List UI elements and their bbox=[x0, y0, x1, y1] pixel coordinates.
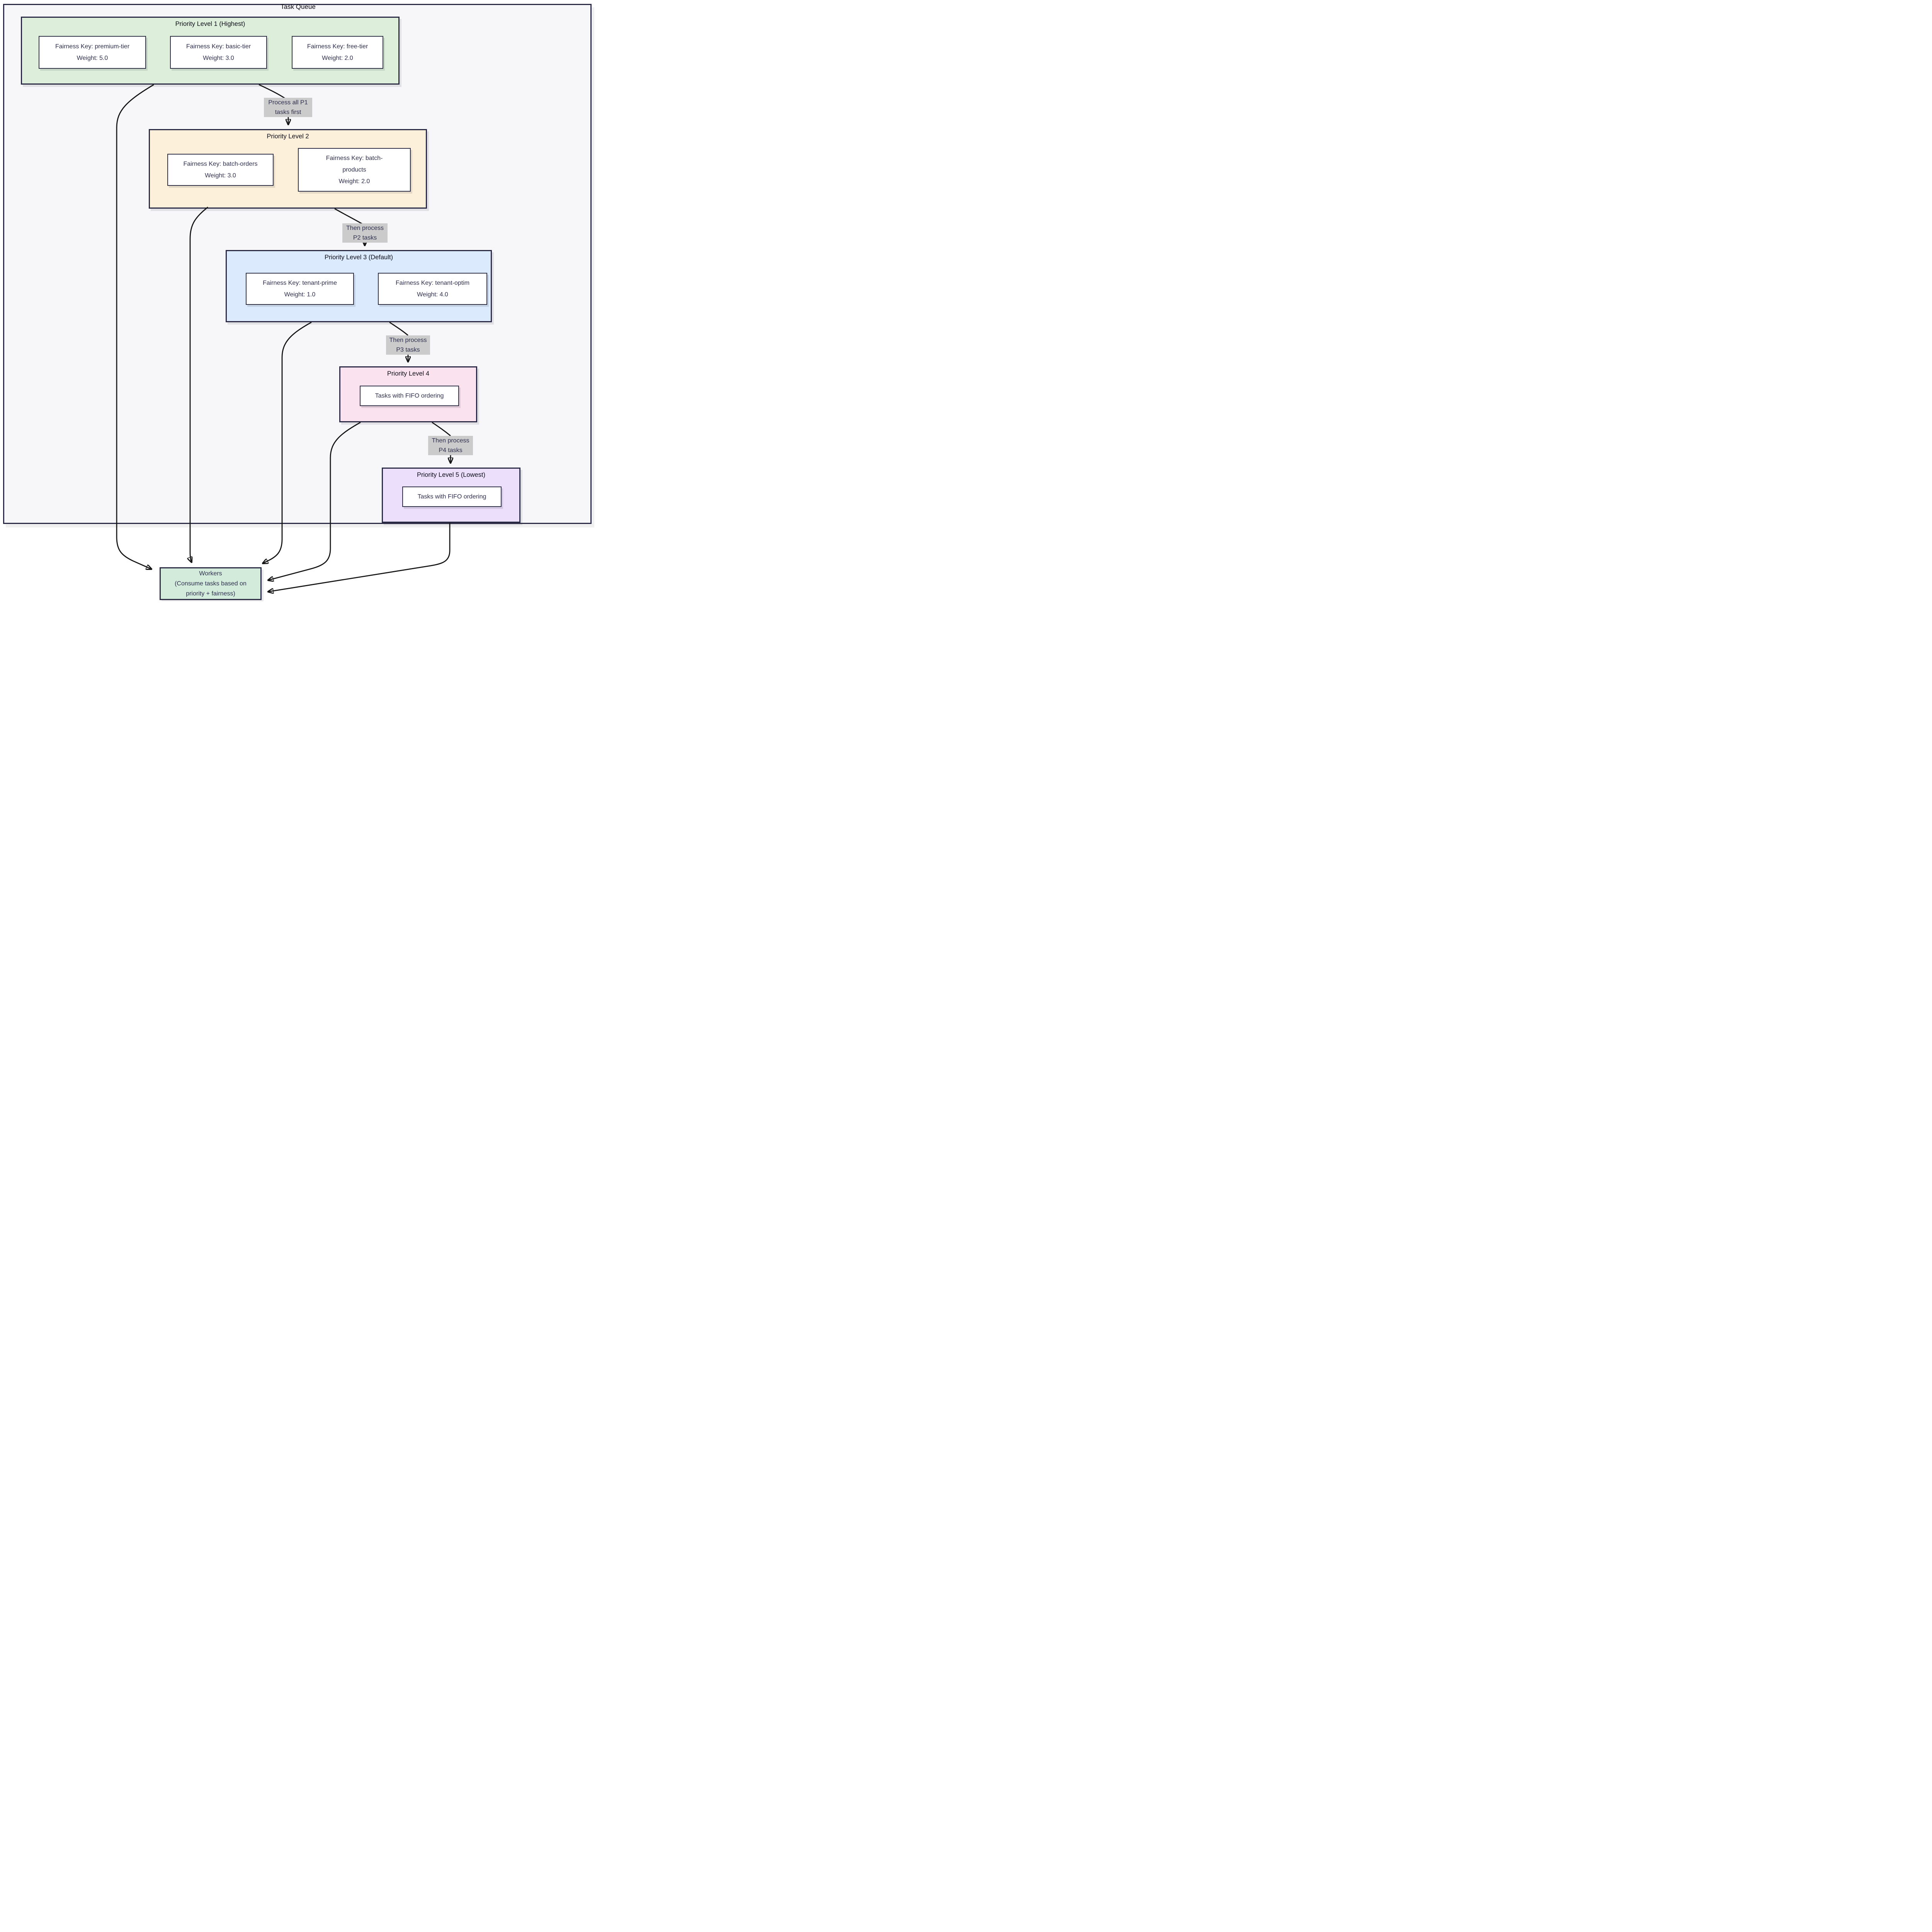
cluster-priority-1: Priority Level 1 (Highest) Fairness Key:… bbox=[21, 17, 400, 85]
cluster-priority-3-title: Priority Level 3 (Default) bbox=[325, 254, 393, 261]
fairness-key-label: Fairness Key: basic-tier bbox=[186, 43, 251, 50]
node-batch-products: Fairness Key: batch- products Weight: 2.… bbox=[298, 148, 411, 192]
edge-label-line: Then process bbox=[346, 225, 384, 231]
weight-label: Weight: 2.0 bbox=[322, 54, 353, 61]
cluster-priority-2: Priority Level 2 Fairness Key: batch-ord… bbox=[149, 129, 427, 209]
node-fifo-p5: Tasks with FIFO ordering bbox=[402, 486, 502, 507]
weight-label: Weight: 1.0 bbox=[284, 291, 316, 298]
workers-title: Workers bbox=[199, 570, 222, 577]
node-tenant-prime: Fairness Key: tenant-prime Weight: 1.0 bbox=[246, 273, 354, 305]
node-fifo-p4: Tasks with FIFO ordering bbox=[360, 386, 459, 406]
fifo-label: Tasks with FIFO ordering bbox=[375, 392, 444, 399]
edge-label-line: Then process bbox=[432, 437, 469, 444]
edge-label-p1-p2: Process all P1 tasks first bbox=[264, 98, 312, 117]
node-batch-orders: Fairness Key: batch-orders Weight: 3.0 bbox=[167, 154, 274, 186]
edge-label-line: Then process bbox=[389, 337, 427, 344]
cluster-priority-5: Priority Level 5 (Lowest) Tasks with FIF… bbox=[382, 468, 520, 523]
weight-label: Weight: 5.0 bbox=[77, 54, 108, 61]
fairness-key-label: Fairness Key: tenant-prime bbox=[262, 279, 337, 286]
edge-label-line: P2 tasks bbox=[353, 235, 377, 241]
fifo-label: Tasks with FIFO ordering bbox=[417, 493, 486, 500]
weight-label: Weight: 3.0 bbox=[203, 54, 234, 61]
node-basic-tier: Fairness Key: basic-tier Weight: 3.0 bbox=[170, 36, 267, 69]
cluster-priority-4-title: Priority Level 4 bbox=[387, 370, 430, 377]
edge-label-line: tasks first bbox=[275, 109, 301, 116]
cluster-priority-4: Priority Level 4 Tasks with FIFO orderin… bbox=[339, 366, 477, 422]
cluster-priority-5-title: Priority Level 5 (Lowest) bbox=[417, 471, 485, 478]
cluster-priority-3: Priority Level 3 (Default) Fairness Key:… bbox=[226, 250, 492, 322]
diagram-canvas: Task Queue Priority Level 1 (Highest) Fa… bbox=[0, 0, 596, 601]
fairness-key-label: Fairness Key: free-tier bbox=[307, 43, 368, 50]
node-free-tier: Fairness Key: free-tier Weight: 2.0 bbox=[292, 36, 383, 69]
workers-subtitle-1: (Consume tasks based on bbox=[175, 580, 247, 587]
edge-label-p2-p3: Then process P2 tasks bbox=[342, 223, 388, 243]
task-queue-title: Task Queue bbox=[281, 3, 316, 10]
fairness-key-label: Fairness Key: tenant-optim bbox=[395, 279, 470, 286]
edge-label-p4-p5: Then process P4 tasks bbox=[428, 436, 473, 455]
edge-label-line: Process all P1 bbox=[268, 99, 308, 106]
edge-label-line: P3 tasks bbox=[396, 347, 420, 353]
fairness-key-label: Fairness Key: batch- bbox=[326, 155, 383, 162]
edge-label-p3-p4: Then process P3 tasks bbox=[386, 335, 430, 355]
weight-label: Weight: 4.0 bbox=[417, 291, 448, 298]
node-premium-tier: Fairness Key: premium-tier Weight: 5.0 bbox=[39, 36, 146, 69]
workers-subtitle-2: priority + fairness) bbox=[186, 590, 235, 597]
node-tenant-optim: Fairness Key: tenant-optim Weight: 4.0 bbox=[378, 273, 487, 305]
weight-label: Weight: 3.0 bbox=[205, 172, 236, 179]
cluster-priority-2-title: Priority Level 2 bbox=[267, 133, 309, 140]
fairness-key-label: Fairness Key: premium-tier bbox=[55, 43, 130, 50]
fairness-key-label-wrap: products bbox=[342, 166, 366, 173]
fairness-key-label: Fairness Key: batch-orders bbox=[183, 160, 258, 167]
weight-label: Weight: 2.0 bbox=[338, 178, 370, 185]
node-workers: Workers (Consume tasks based on priority… bbox=[160, 567, 262, 600]
edge-label-line: P4 tasks bbox=[439, 447, 463, 454]
cluster-priority-1-title: Priority Level 1 (Highest) bbox=[175, 20, 245, 27]
edge-p5-to-workers bbox=[269, 523, 451, 592]
